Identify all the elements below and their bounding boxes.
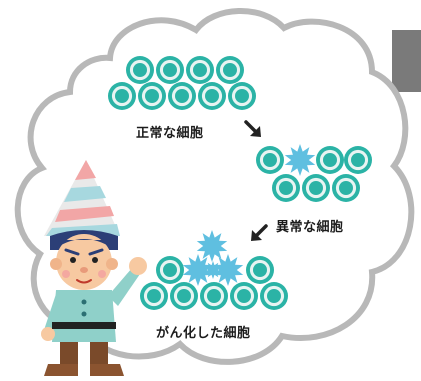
abnormal-cells-label: 異常な細胞	[276, 220, 344, 235]
normal-cells-label: 正常な細胞	[136, 126, 204, 141]
cancer-cell	[156, 256, 184, 284]
cancer-cell-star-small	[204, 261, 222, 279]
abnormal-cell	[272, 174, 300, 202]
arrow-down-left-icon	[251, 224, 268, 241]
cancer-cells-label: がん化した細胞	[156, 326, 251, 341]
normal-cell	[156, 56, 184, 84]
gnome-character	[41, 160, 147, 376]
normal-cell	[216, 56, 244, 84]
normal-cell	[108, 82, 136, 110]
normal-cell	[138, 82, 166, 110]
arrow-down-right-icon	[244, 120, 261, 137]
normal-cell	[228, 82, 256, 110]
cancer-cell-star	[182, 254, 214, 286]
normal-cell	[198, 82, 226, 110]
abnormal-cell	[316, 146, 344, 174]
cancer-cell	[200, 282, 228, 310]
cancer-cell-star	[212, 254, 244, 286]
side-box	[392, 30, 421, 92]
cancer-cell	[260, 282, 288, 310]
abnormal-cell	[344, 146, 372, 174]
normal-cell	[126, 56, 154, 84]
normal-cell	[168, 82, 196, 110]
abnormal-cell-star	[284, 144, 316, 176]
cancer-cell	[230, 282, 258, 310]
cancer-cell	[246, 256, 274, 284]
abnormal-cell	[302, 174, 330, 202]
normal-cell	[186, 56, 214, 84]
cancer-cell-star	[196, 230, 228, 262]
cell-groups	[108, 56, 372, 310]
abnormal-cell	[332, 174, 360, 202]
cancer-cell	[170, 282, 198, 310]
abnormal-cell	[256, 146, 284, 174]
cancer-cell	[140, 282, 168, 310]
